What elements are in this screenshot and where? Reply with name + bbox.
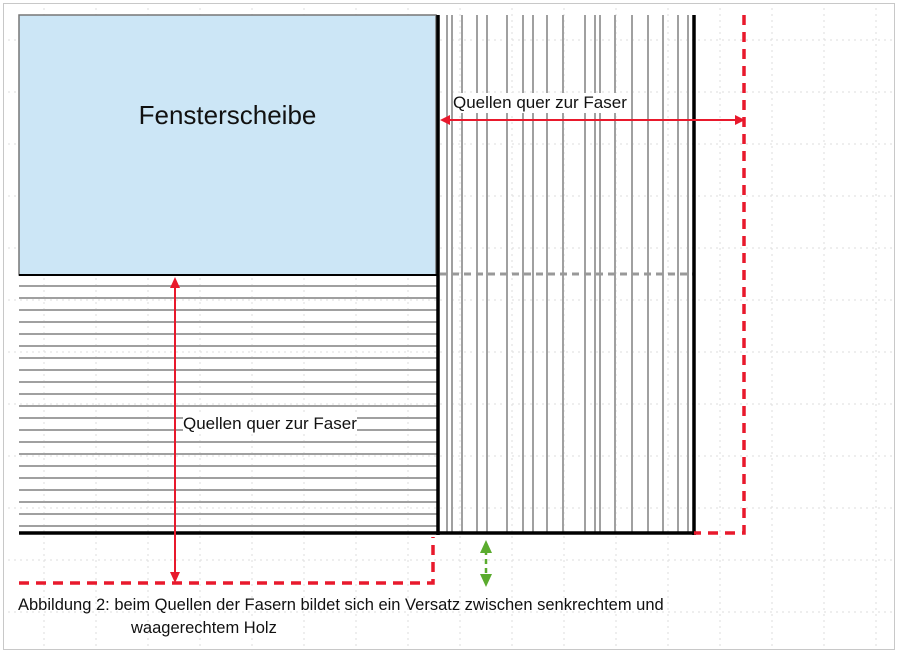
window-pane [18, 14, 437, 276]
horizontal-wood-grain [19, 285, 438, 527]
caption-line-2: waagerechtem Holz [131, 619, 277, 637]
swelling-outline-right [694, 15, 746, 535]
figure-frame [3, 3, 895, 650]
horizontal-arrow-label: Quellen quer zur Faser [453, 93, 627, 113]
horizontal-swelling-arrow [440, 115, 745, 125]
pane-label: Fensterscheibe [138, 100, 317, 130]
vertical-swelling-arrow [170, 277, 180, 583]
vertical-arrow-label: Quellen quer zur Faser [183, 414, 357, 434]
caption-line-1: Abbildung 2: beim Quellen der Fasern bil… [18, 596, 664, 614]
swelling-outline-bottom [19, 537, 435, 585]
offset-arrow [480, 540, 492, 587]
